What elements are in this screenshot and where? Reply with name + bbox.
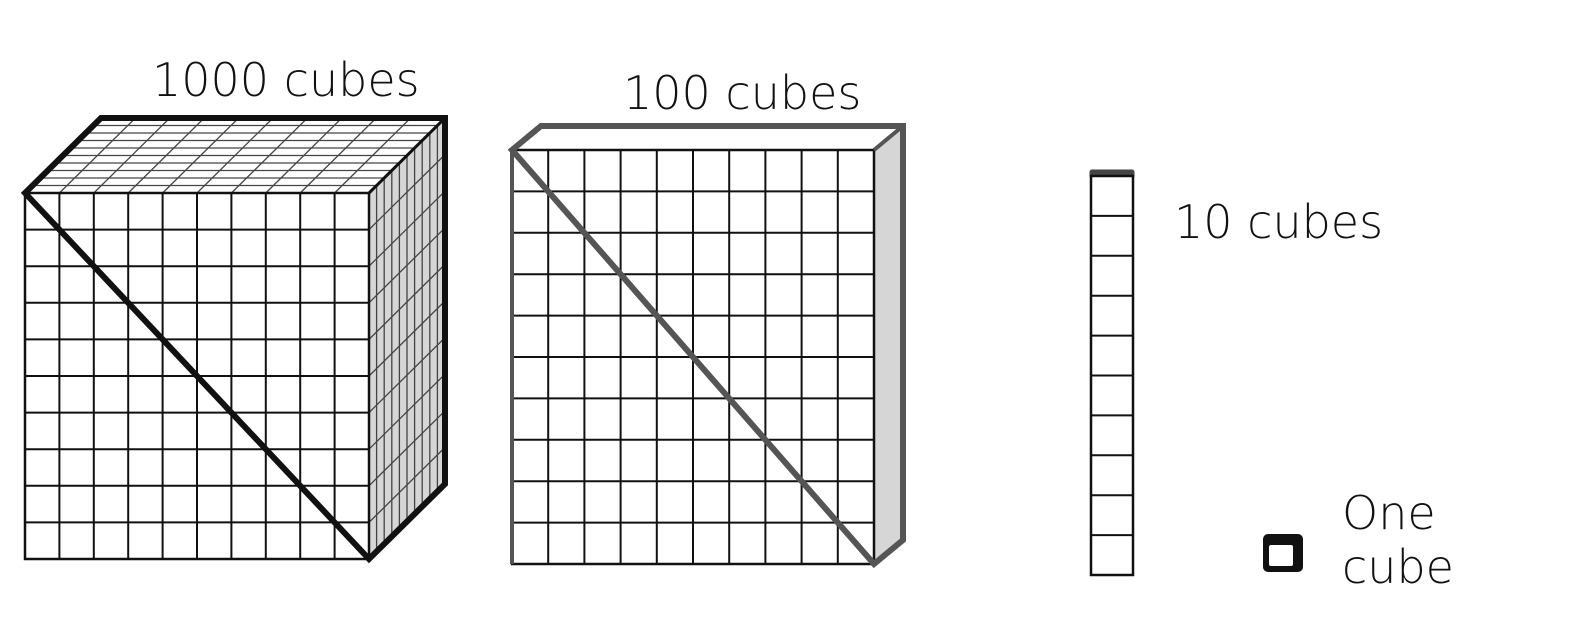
- cube-side-gridline: [368, 337, 446, 414]
- one-cube-label-line2: cube: [1342, 540, 1454, 594]
- thousand-cubes-label: 1000 cubes: [152, 53, 420, 107]
- cube-top-right-edge: [367, 116, 447, 195]
- one-cube-label-line1: One: [1342, 486, 1436, 540]
- unit-cube-front-face: [1269, 545, 1293, 566]
- one-cube: [1263, 534, 1303, 572]
- cube-top-gridline: [299, 117, 377, 194]
- ten-cubes-label: 10 cubes: [1174, 195, 1384, 249]
- cube-front-outline: [23, 191, 371, 561]
- thousand-cube: [20, 115, 448, 564]
- hundred-cubes-label: 100 cubes: [623, 66, 862, 120]
- cube-top-gridline: [334, 117, 412, 194]
- cube-top-gridline: [230, 117, 308, 194]
- cube-side-gridline: [368, 410, 446, 487]
- flat-top-face: [512, 126, 903, 150]
- cube-back-edges: [20, 115, 448, 564]
- hundred-flat: [507, 123, 906, 569]
- cube-side-gridline: [368, 446, 446, 523]
- flat-top-right-edge: [872, 124, 905, 152]
- cube-side-gridline: [368, 373, 446, 450]
- flat-back-edges: [507, 123, 906, 569]
- flat-side-face: [874, 126, 903, 564]
- one-cube-label: One cube: [1342, 486, 1454, 594]
- cube-top-gridline: [265, 117, 343, 194]
- ten-rod: [1089, 169, 1135, 577]
